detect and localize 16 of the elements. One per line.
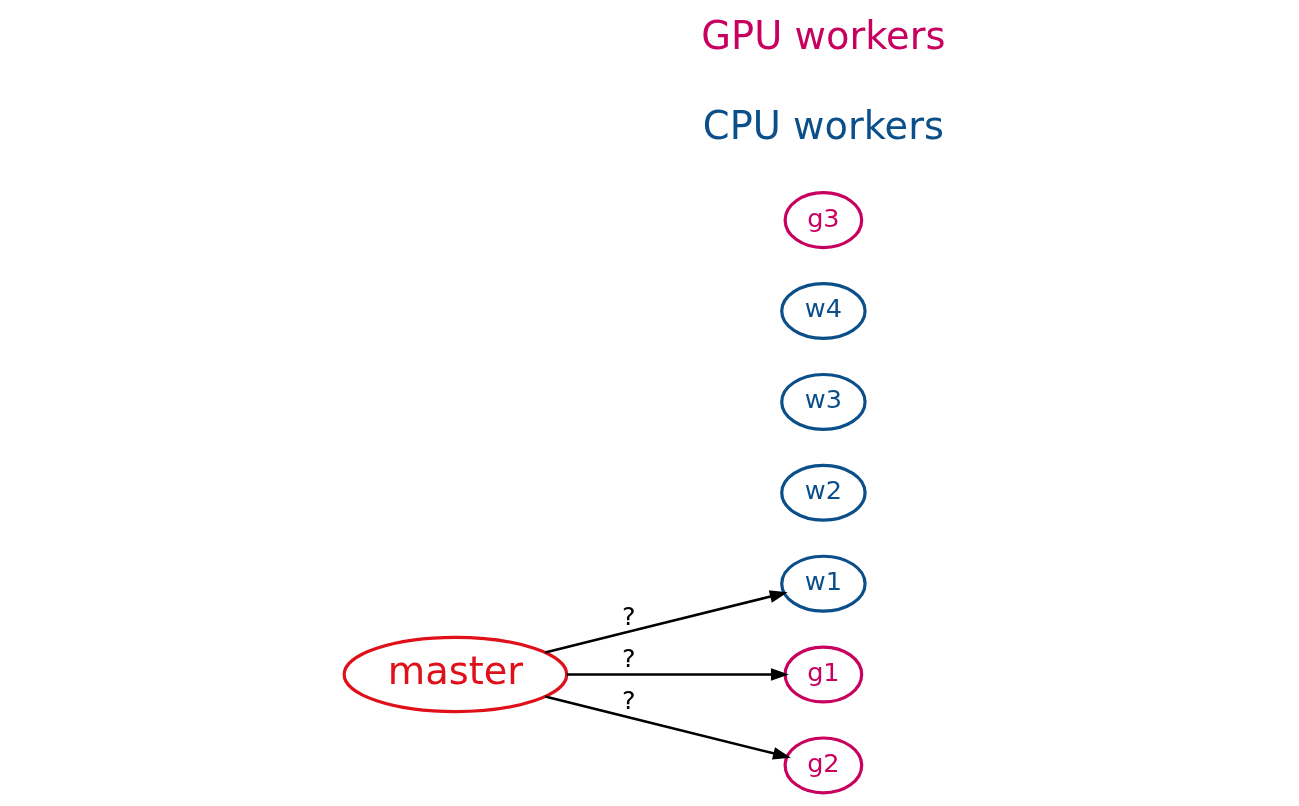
- label: GPU workers: [700, 13, 945, 59]
- arrow: [544, 590, 788, 654]
- node-ellipse: g3: [783, 191, 863, 250]
- node-ellipse: w4: [779, 282, 867, 341]
- edge-label: ?: [621, 642, 636, 673]
- arrow: [566, 668, 789, 681]
- label: CPU workers: [702, 102, 944, 148]
- edge-label: ?: [621, 600, 636, 631]
- edge-label: ?: [621, 685, 636, 716]
- arrow: [544, 695, 791, 760]
- node-ellipse: w2: [779, 463, 867, 522]
- node-ellipse: master: [342, 635, 568, 714]
- node-ellipse: g2: [783, 736, 863, 795]
- node-ellipse: w3: [779, 372, 867, 431]
- node-ellipse: w1: [779, 554, 867, 613]
- node-ellipse: g1: [783, 645, 863, 704]
